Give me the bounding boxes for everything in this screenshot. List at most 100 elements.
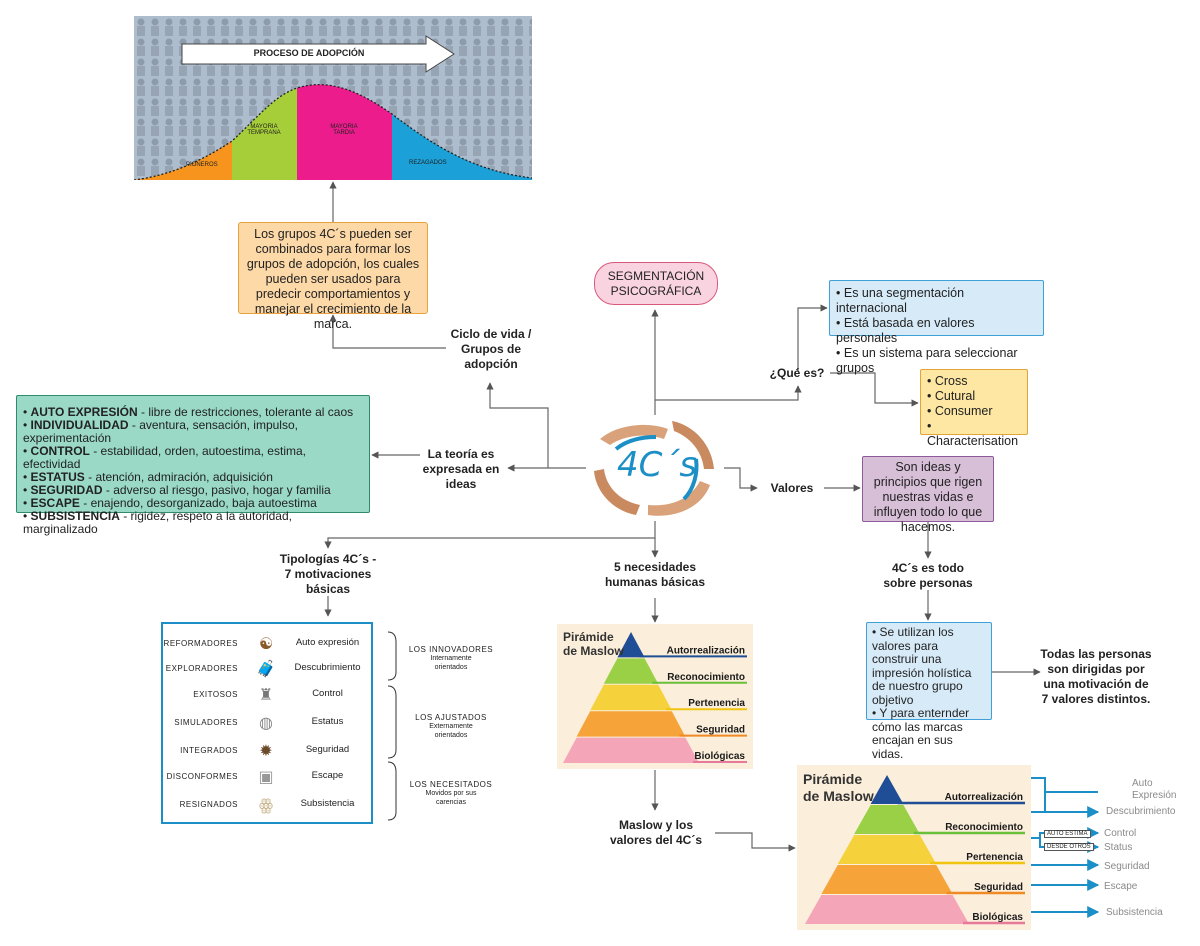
segment-mayoria-tardia: MAYORIA TARDIA <box>330 124 358 136</box>
todas-personas-label: Todas las personas son dirigidas por una… <box>1040 647 1152 706</box>
typology-type: RESIGNADOS <box>179 800 238 809</box>
center-logo-text: 4C´s <box>616 445 698 485</box>
typology-row: DISCONFORMES ▣ Escape <box>163 767 371 787</box>
typology-value: Estatus <box>311 716 344 727</box>
segment-mayoria-temprana: MAYORIA TEMPRANA <box>247 124 281 136</box>
pyramid-graphic-large: AutorrealizaciónReconocimientoPertenenci… <box>805 775 1025 925</box>
ciclo-vida-label: Ciclo de vida / Grupos de adopción <box>450 327 532 371</box>
utilizan-item: Y para enternder cómo las marcas encajan… <box>872 706 986 761</box>
cross-item: Cutural <box>927 389 1021 404</box>
pyramid-level <box>617 632 645 658</box>
segment-rezagados: REZAGADOS <box>409 160 447 166</box>
yin-yang-icon: ☯ <box>258 634 274 653</box>
group-innovadores: LOS INNOVADORES Internamente orientados <box>408 645 494 671</box>
target-seguridad: Seguridad <box>1104 861 1150 872</box>
typology-value: Auto expresión <box>295 637 360 648</box>
typology-type: SIMULADORES <box>174 718 238 727</box>
robot-icon: ♜ <box>258 685 274 704</box>
pyramid-level-label: Biológicas <box>972 912 1023 923</box>
pyramid-level-label: Pertenencia <box>966 852 1023 863</box>
que-es-label: ¿Qué es? <box>769 366 825 380</box>
motivation-item: INDIVIDUALIDAD - aventura, sensación, im… <box>23 419 363 445</box>
target-status: Status <box>1104 842 1133 853</box>
que-es-item: Es una segmentación internacional <box>836 286 1037 316</box>
motivation-item: SUBSISTENCIA - rigidez, respeto a la aut… <box>23 510 363 536</box>
utilizan-item: Se utilizan los valores para construir u… <box>872 625 986 707</box>
pyramid-level-label: Autorrealización <box>667 645 745 656</box>
adoption-curve-image: PROCESO DE ADOPCIÓN PIONEROS MAYORIA TEM… <box>134 16 532 180</box>
pyramid-level <box>854 805 920 834</box>
pyramid-level <box>576 711 686 737</box>
suitcase-icon: 🧳 <box>256 659 276 678</box>
typology-type: EXPLORADORES <box>165 664 238 673</box>
typology-row: REFORMADORES ☯ Auto expresión <box>163 634 371 654</box>
target-subsistencia: Subsistencia <box>1106 907 1163 918</box>
typology-value: Escape <box>311 770 344 781</box>
motivation-item: ESCAPE - enajendo, desorganizado, baja a… <box>23 497 363 510</box>
necesidades-label: 5 necesidades humanas básicas <box>604 560 706 589</box>
target-escape: Escape <box>1104 881 1138 892</box>
group-necesitados: LOS NECESITADOS Movidos por sus carencia… <box>409 780 493 806</box>
teoria-label: La teoría es expresada en ideas <box>422 447 500 491</box>
que-es-box: Es una segmentación internacional Está b… <box>829 280 1044 375</box>
hands-circle-icon <box>594 421 714 516</box>
typology-value: Descubrimiento <box>294 662 361 673</box>
que-es-item: Es un sistema para seleccionar grupos <box>836 346 1037 376</box>
typology-type: INTEGRADOS <box>180 746 238 755</box>
pyramid-level-label: Seguridad <box>696 725 745 736</box>
pyramid-level <box>821 865 953 894</box>
pyramid-level <box>590 684 672 711</box>
typology-type: DISCONFORMES <box>166 772 238 781</box>
typology-box <box>161 622 373 824</box>
target-auto-expresion: Auto Expresión <box>1132 778 1177 801</box>
motivation-item: CONTROL - estabilidad, orden, autoestima… <box>23 445 363 471</box>
cross-item: Consumer <box>927 404 1021 419</box>
pyramid-level <box>563 737 699 763</box>
typology-row: INTEGRADOS✹Seguridad <box>163 741 371 761</box>
pyramid-title-large: Pirámide de Maslow <box>803 771 874 804</box>
pyramid-level <box>837 835 937 864</box>
pyramid-level-label: Reconocimiento <box>667 672 745 683</box>
typology-type: REFORMADORES <box>163 639 238 648</box>
personas-label: 4C´s es todo sobre personas <box>883 561 973 590</box>
adoption-curve-graphic <box>134 16 532 180</box>
motivations-list: AUTO EXPRESIÓN - libre de restricciones,… <box>23 406 363 536</box>
utilizan-list: Se utilizan los valores para construir u… <box>872 625 986 761</box>
cross-box: Cross Cutural Consumer Characterisation <box>920 369 1028 448</box>
pyramid-level-label: Seguridad <box>974 882 1023 893</box>
motivation-item: AUTO EXPRESIÓN - libre de restricciones,… <box>23 406 363 419</box>
pyramid-level <box>805 895 969 924</box>
typology-row: EXPLORADORES 🧳 Descubrimiento <box>163 659 371 679</box>
segmentacion-box: SEGMENTACIÓN PSICOGRÁFICA <box>594 262 718 305</box>
utilizan-box: Se utilizan los valores para construir u… <box>866 622 992 760</box>
segment-pioneros: PIONEROS <box>186 162 218 168</box>
pyramid-level-label: Reconocimiento <box>945 822 1023 833</box>
cross-item: Cross <box>927 374 1021 389</box>
typology-value: Control <box>312 688 343 699</box>
pyramid-level-label: Autorrealización <box>945 792 1023 803</box>
pyramid-level-label: Pertenencia <box>688 698 745 709</box>
center-4cs-logo: 4C´s <box>586 415 724 521</box>
ring-icon: ◍ <box>259 713 273 732</box>
target-control: Control <box>1104 828 1137 839</box>
target-descubrimiento: Descubrimiento <box>1106 806 1176 817</box>
adoption-title: PROCESO DE ADOPCIÓN <box>253 48 365 58</box>
motivation-item: ESTATUS - atención, admiración, adquisic… <box>23 471 363 484</box>
typology-value: Subsistencia <box>300 798 355 809</box>
motivation-item: SEGURIDAD - adverso al riesgo, pasivo, h… <box>23 484 363 497</box>
tag-auto-estima: AUTO ESTIMA <box>1044 830 1091 838</box>
mirror-icon: ▣ <box>258 767 274 786</box>
cross-list: Cross Cutural Consumer Characterisation <box>927 374 1021 449</box>
nest-icon: ✹ <box>259 741 273 760</box>
pyramid-title: Pirámide de Maslow <box>563 630 624 658</box>
que-es-list: Es una segmentación internacional Está b… <box>836 286 1037 376</box>
que-es-item: Está basada en valores personales <box>836 316 1037 346</box>
cross-item: Characterisation <box>927 419 1021 449</box>
maslow-valores-label: Maslow y los valores del 4C´s <box>609 818 703 847</box>
typology-type: EXITOSOS <box>193 690 238 699</box>
valores-box: Son ideas y principios que rigen nuestra… <box>862 456 994 534</box>
valores-label: Valores <box>770 481 814 495</box>
